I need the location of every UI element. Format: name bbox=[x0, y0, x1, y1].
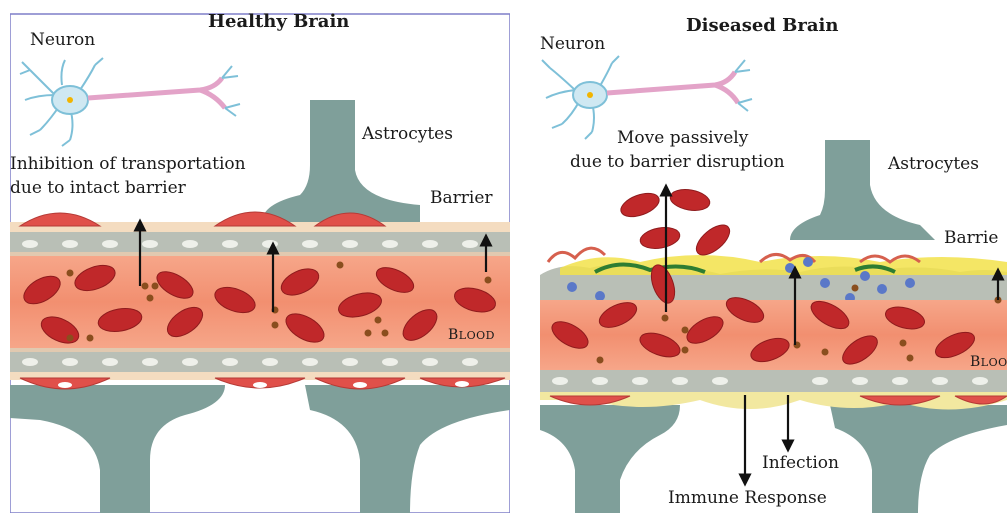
healthy-transport-note-line1: Inhibition of transportation bbox=[10, 154, 246, 174]
astrocyte-upper bbox=[262, 100, 420, 222]
diseased-title: Diseased Brain bbox=[686, 16, 838, 36]
healthy-title: Healthy Brain bbox=[208, 12, 349, 32]
diseased-transport-note-line1: Move passively bbox=[617, 128, 748, 148]
healthy-blood-label: BLOOD bbox=[448, 325, 495, 346]
healthy-axon bbox=[88, 66, 240, 116]
diseased-barrier-label: Barrie bbox=[944, 228, 998, 248]
diseased-neuron-label: Neuron bbox=[540, 34, 605, 54]
diseased-astrocyte-lower-left bbox=[540, 405, 680, 513]
healthy-barrier-label: Barrier bbox=[430, 188, 493, 208]
diseased-astrocytes-label: Astrocytes bbox=[888, 154, 979, 174]
diseased-astrocyte-lower-right bbox=[830, 405, 1007, 513]
diseased-immune-label: Immune Response bbox=[668, 488, 827, 508]
diseased-blood-label: BLOO bbox=[970, 352, 1007, 373]
diseased-panel bbox=[540, 56, 1007, 513]
astrocyte-lower-left bbox=[10, 385, 225, 513]
astrocyte-lower-right bbox=[305, 385, 510, 513]
healthy-neuron-label: Neuron bbox=[30, 30, 95, 50]
diseased-infection-label: Infection bbox=[762, 453, 839, 473]
diseased-transport-note-line2: due to barrier disruption bbox=[570, 152, 785, 172]
diseased-axon bbox=[607, 60, 752, 111]
healthy-panel bbox=[10, 14, 510, 513]
healthy-blood-vessel bbox=[10, 256, 510, 348]
healthy-astrocytes-label: Astrocytes bbox=[362, 124, 453, 144]
healthy-transport-note-line2: due to intact barrier bbox=[10, 178, 186, 198]
